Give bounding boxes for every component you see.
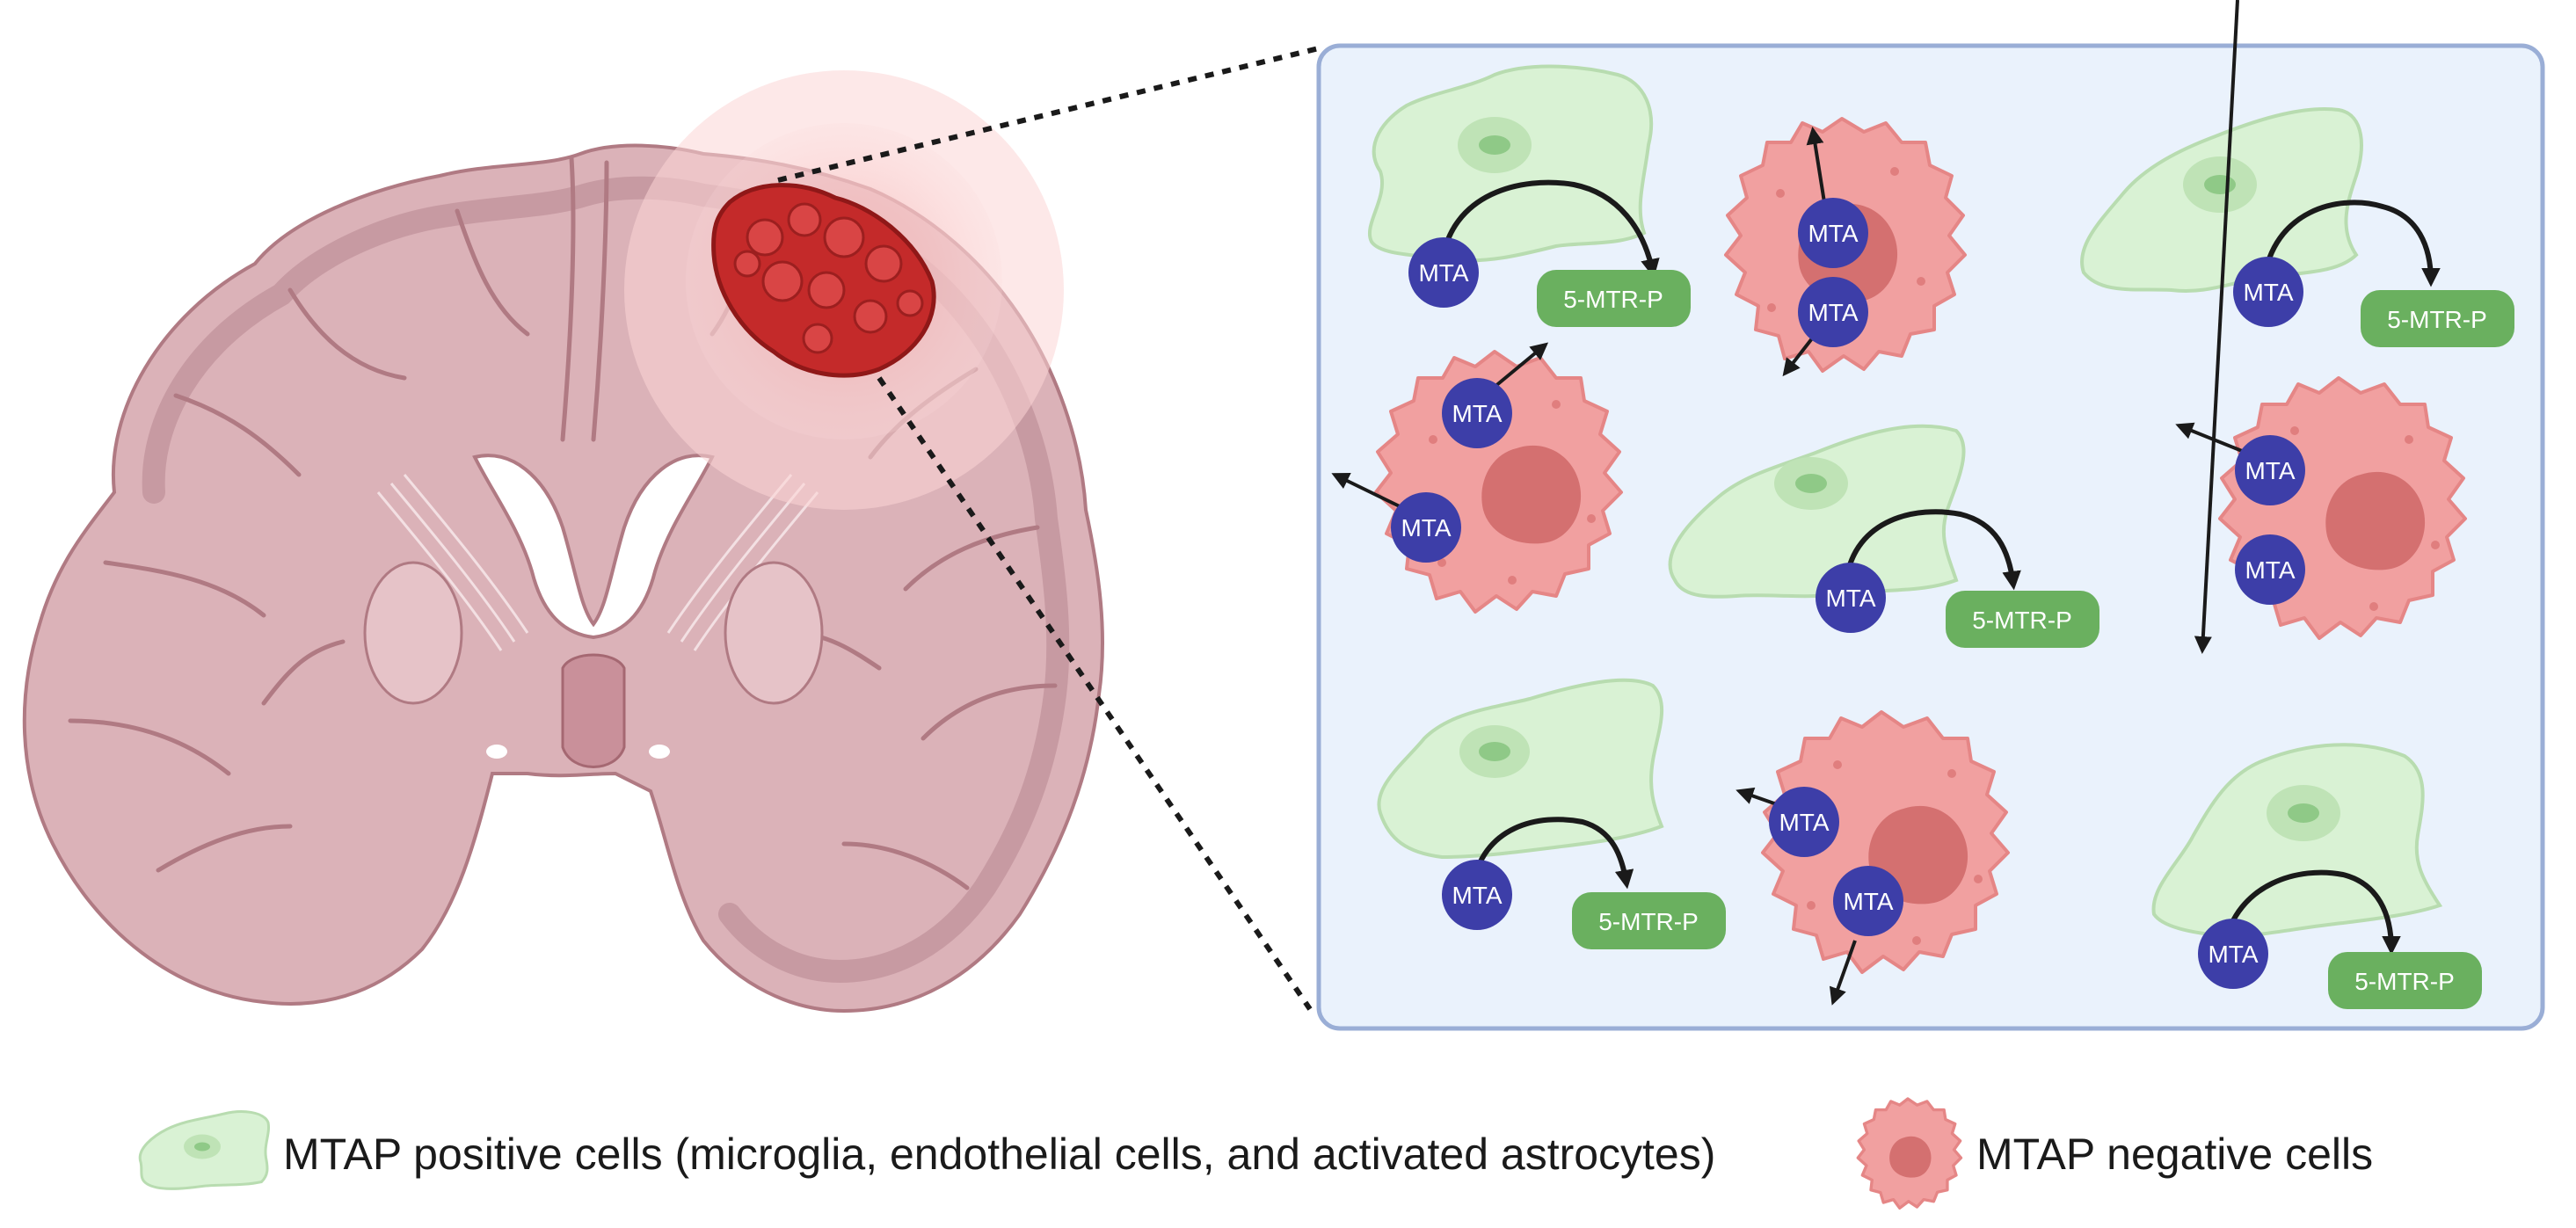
mta-label: MTA: [1825, 585, 1875, 612]
mta-molecule: MTA: [2198, 919, 2268, 989]
product-5mtrp: 5-MTR-P: [2328, 952, 2482, 1009]
efflux-arrow: [1782, 332, 1817, 377]
efflux-arrow: [1806, 127, 1826, 203]
mta-label: MTA: [1452, 882, 1502, 909]
product-label: 5-MTR-P: [1598, 908, 1699, 935]
mta-molecule: MTA: [1408, 237, 1479, 308]
product-5mtrp: 5-MTR-P: [1572, 892, 1726, 949]
mta-molecule: MTA: [1442, 378, 1512, 448]
legend: MTAP positive cells (microglia, endothel…: [138, 1097, 2373, 1210]
mta-label: MTA: [2243, 279, 2293, 306]
legend-negative-label: MTAP negative cells: [1976, 1130, 2373, 1179]
mta-molecule: MTA: [1798, 277, 1868, 347]
mta-label: MTA: [1401, 514, 1451, 541]
mta-label: MTA: [1418, 259, 1468, 287]
mta-molecule: MTA: [2235, 435, 2305, 505]
product-label: 5-MTR-P: [2354, 968, 2455, 995]
conversion-arrow: [2261, 200, 2441, 287]
tumor-mass: [711, 183, 936, 378]
mta-molecule: MTA: [1769, 787, 1839, 857]
conversion-arrow: [1844, 509, 2021, 591]
conversion-arrow: [2222, 869, 2401, 956]
legend-positive-swatch: [138, 1110, 271, 1190]
mta-label: MTA: [2245, 556, 2295, 584]
product-5mtrp: 5-MTR-P: [1946, 591, 2099, 648]
efflux-arrow: [1493, 342, 1549, 389]
mta-label: MTA: [1452, 400, 1502, 427]
efflux-arrow: [2194, 0, 2239, 654]
mta-molecule: MTA: [1833, 866, 1903, 936]
mta-label: MTA: [1808, 220, 1858, 247]
product-label: 5-MTR-P: [1972, 607, 2072, 634]
mta-label: MTA: [1843, 888, 1893, 915]
mtap-negative-cell: [1761, 710, 2010, 974]
legend-positive-label: MTAP positive cells (microglia, endothel…: [283, 1130, 1715, 1179]
product-label: 5-MTR-P: [2387, 306, 2487, 333]
mta-label: MTA: [1808, 299, 1858, 326]
mta-label: MTA: [2245, 457, 2295, 484]
mta-molecule: MTA: [2235, 534, 2305, 605]
mta-molecule: MTA: [1391, 492, 1461, 563]
zoom-line-top: [777, 46, 1320, 183]
legend-negative-swatch: [1856, 1097, 1963, 1210]
efflux-arrow: [1829, 940, 1857, 1006]
product-5mtrp: 5-MTR-P: [1537, 270, 1691, 327]
mta-molecule: MTA: [2233, 257, 2303, 327]
zoom-line-bottom: [877, 376, 1313, 1011]
mta-molecule: MTA: [1798, 198, 1868, 268]
product-5mtrp: 5-MTR-P: [2361, 290, 2514, 347]
mta-label: MTA: [2208, 941, 2258, 968]
conversion-arrow: [1439, 179, 1660, 279]
mta-molecule: MTA: [1816, 563, 1886, 633]
conversion-arrow: [1470, 817, 1634, 890]
mta-molecule: MTA: [1442, 860, 1512, 930]
mtap-positive-cell: [1668, 424, 1966, 599]
efflux-arrow: [1331, 473, 1408, 512]
mta-label: MTA: [1779, 809, 1829, 836]
mtap-positive-cell: [1368, 64, 1654, 263]
product-label: 5-MTR-P: [1563, 286, 1663, 313]
